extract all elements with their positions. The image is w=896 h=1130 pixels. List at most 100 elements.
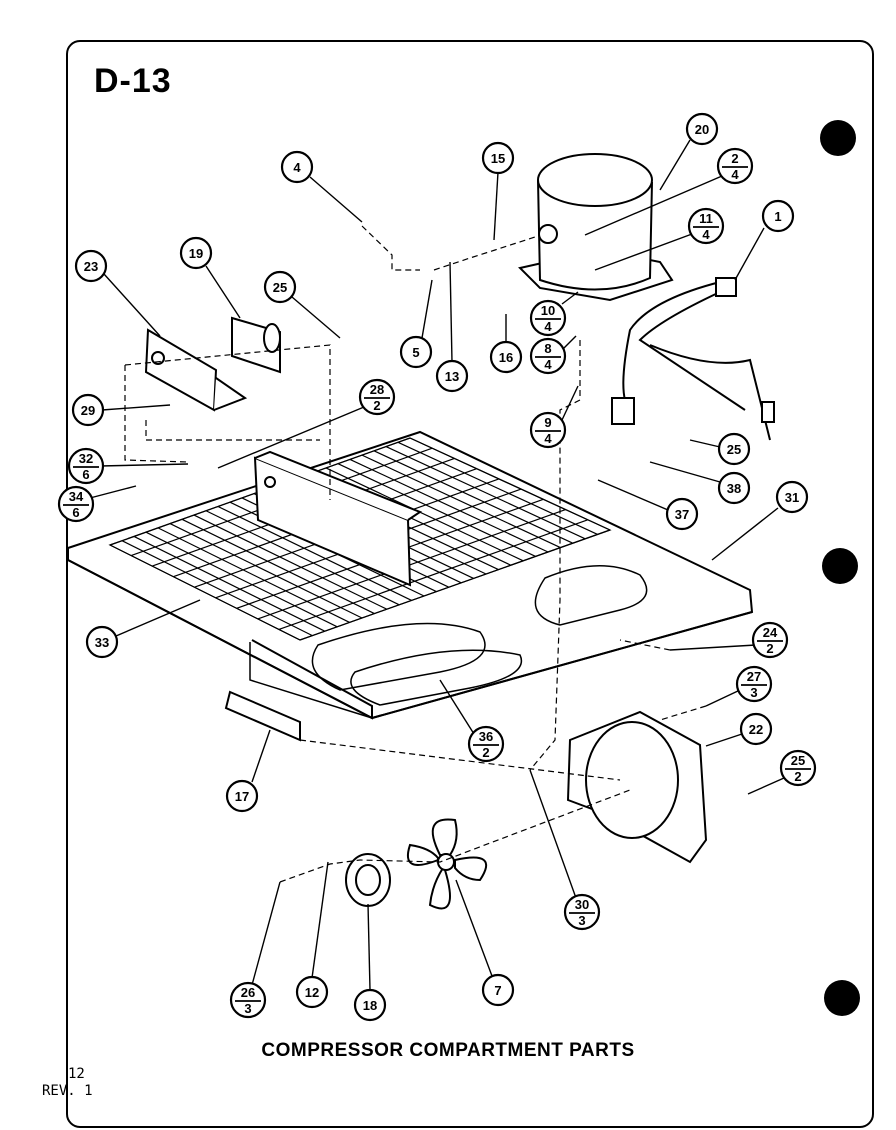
callout-circle xyxy=(399,335,433,369)
callout-c19: 19 xyxy=(179,236,241,319)
callout-c10-4: 104 xyxy=(529,291,579,337)
callout-c1: 1 xyxy=(734,199,795,281)
callout-leader xyxy=(561,291,579,305)
callout-circle xyxy=(529,337,567,375)
divider-panel xyxy=(253,450,423,587)
diagram-code: D-13 xyxy=(94,62,172,100)
callout-number: 2 xyxy=(373,398,380,413)
compressor xyxy=(518,153,674,302)
coil-tube xyxy=(157,527,350,623)
callout-number: 4 xyxy=(702,227,710,242)
callout-leader xyxy=(449,261,453,363)
coil-tube xyxy=(385,446,586,540)
callout-c22: 22 xyxy=(705,712,773,747)
callout-c11-4: 114 xyxy=(594,207,725,271)
dashed-assembly-line xyxy=(659,705,707,721)
callout-circle xyxy=(74,249,108,283)
callout-circle xyxy=(717,471,751,505)
callout-circle xyxy=(685,112,719,146)
callout-c27-3: 273 xyxy=(705,665,773,707)
callout-circle xyxy=(358,378,396,416)
callout-c26-3: 263 xyxy=(229,881,281,1019)
callout-c8-4: 84 xyxy=(529,335,577,375)
condenser-coil xyxy=(108,437,612,641)
callout-number: 24 xyxy=(763,625,778,640)
callout-leader xyxy=(659,139,691,191)
callout-circle xyxy=(179,236,213,270)
callout-number: 5 xyxy=(412,345,419,360)
callout-number: 17 xyxy=(235,789,249,804)
callout-circle xyxy=(717,432,751,466)
callout-circle xyxy=(435,359,469,393)
callout-leader xyxy=(584,175,723,236)
callout-leader xyxy=(291,296,341,339)
callout-leader xyxy=(101,404,171,411)
callout-number: 27 xyxy=(747,669,761,684)
callout-number: 7 xyxy=(494,983,501,998)
callout-c37: 37 xyxy=(597,479,699,531)
callout-circle xyxy=(467,725,505,763)
callout-circle xyxy=(716,147,754,185)
dashed-assembly-line xyxy=(145,420,320,441)
callout-c4: 4 xyxy=(280,150,363,223)
coil-tube xyxy=(181,518,375,615)
callout-leader xyxy=(115,599,201,637)
callout-number: 2 xyxy=(766,641,773,656)
callout-leader xyxy=(309,176,363,223)
binder-hole-bottom xyxy=(824,980,860,1016)
callout-circle xyxy=(67,447,105,485)
callout-number: 8 xyxy=(544,341,551,356)
callout-c24-2: 242 xyxy=(669,621,789,659)
callout-number: 4 xyxy=(731,167,739,182)
callout-number: 15 xyxy=(491,151,505,166)
callout-c38: 38 xyxy=(649,461,751,505)
callout-c32-6: 326 xyxy=(67,447,189,485)
mounting-bracket xyxy=(144,316,281,412)
leader-lines xyxy=(124,225,707,883)
callout-number: 38 xyxy=(727,481,741,496)
callout-number: 13 xyxy=(445,369,459,384)
callout-c29: 29 xyxy=(71,393,171,427)
callout-number: 2 xyxy=(731,151,738,166)
callout-c34-6: 346 xyxy=(57,485,137,523)
coil-fin xyxy=(278,519,588,631)
callout-leader xyxy=(561,335,577,351)
coil-tube xyxy=(397,441,598,535)
callout-leader xyxy=(99,463,189,467)
callout-leader xyxy=(711,507,779,561)
callout-number: 3 xyxy=(578,913,585,928)
callout-c7: 7 xyxy=(455,879,515,1007)
callout-circle xyxy=(280,150,314,184)
callout-leader xyxy=(455,879,493,977)
callout-leader xyxy=(367,903,371,991)
coil-tube xyxy=(337,463,536,557)
revision-block: 12 REV. 1 xyxy=(42,1066,93,1100)
roller-part xyxy=(224,690,301,742)
callout-c2-4: 24 xyxy=(584,147,754,236)
callout-number: 31 xyxy=(785,490,799,505)
callout-leader xyxy=(439,679,475,735)
callout-circle xyxy=(57,485,95,523)
callout-number: 23 xyxy=(84,259,98,274)
callout-c15: 15 xyxy=(481,141,515,241)
coil-tube xyxy=(409,437,611,531)
coil-tube xyxy=(349,458,549,553)
callout-leader xyxy=(734,227,765,281)
callout-number: 2 xyxy=(794,769,801,784)
callout-number: 9 xyxy=(544,415,551,430)
callout-circle xyxy=(489,340,523,374)
callout-leader xyxy=(205,265,241,319)
dashed-assembly-line xyxy=(124,344,331,500)
callout-c9-4: 94 xyxy=(529,385,579,449)
callout-circle xyxy=(229,981,267,1019)
callout-leader xyxy=(311,861,329,979)
callout-layer: 1244578494104114121315161718192022232422… xyxy=(57,112,817,1022)
callout-circle xyxy=(665,497,699,531)
coil-tube xyxy=(169,523,363,619)
callout-circle xyxy=(71,393,105,427)
callout-circle xyxy=(739,712,773,746)
callout-c12: 12 xyxy=(295,861,329,1009)
dashed-assembly-line xyxy=(299,739,621,781)
page-number: 12 xyxy=(68,1066,85,1082)
callout-leader xyxy=(747,777,785,795)
